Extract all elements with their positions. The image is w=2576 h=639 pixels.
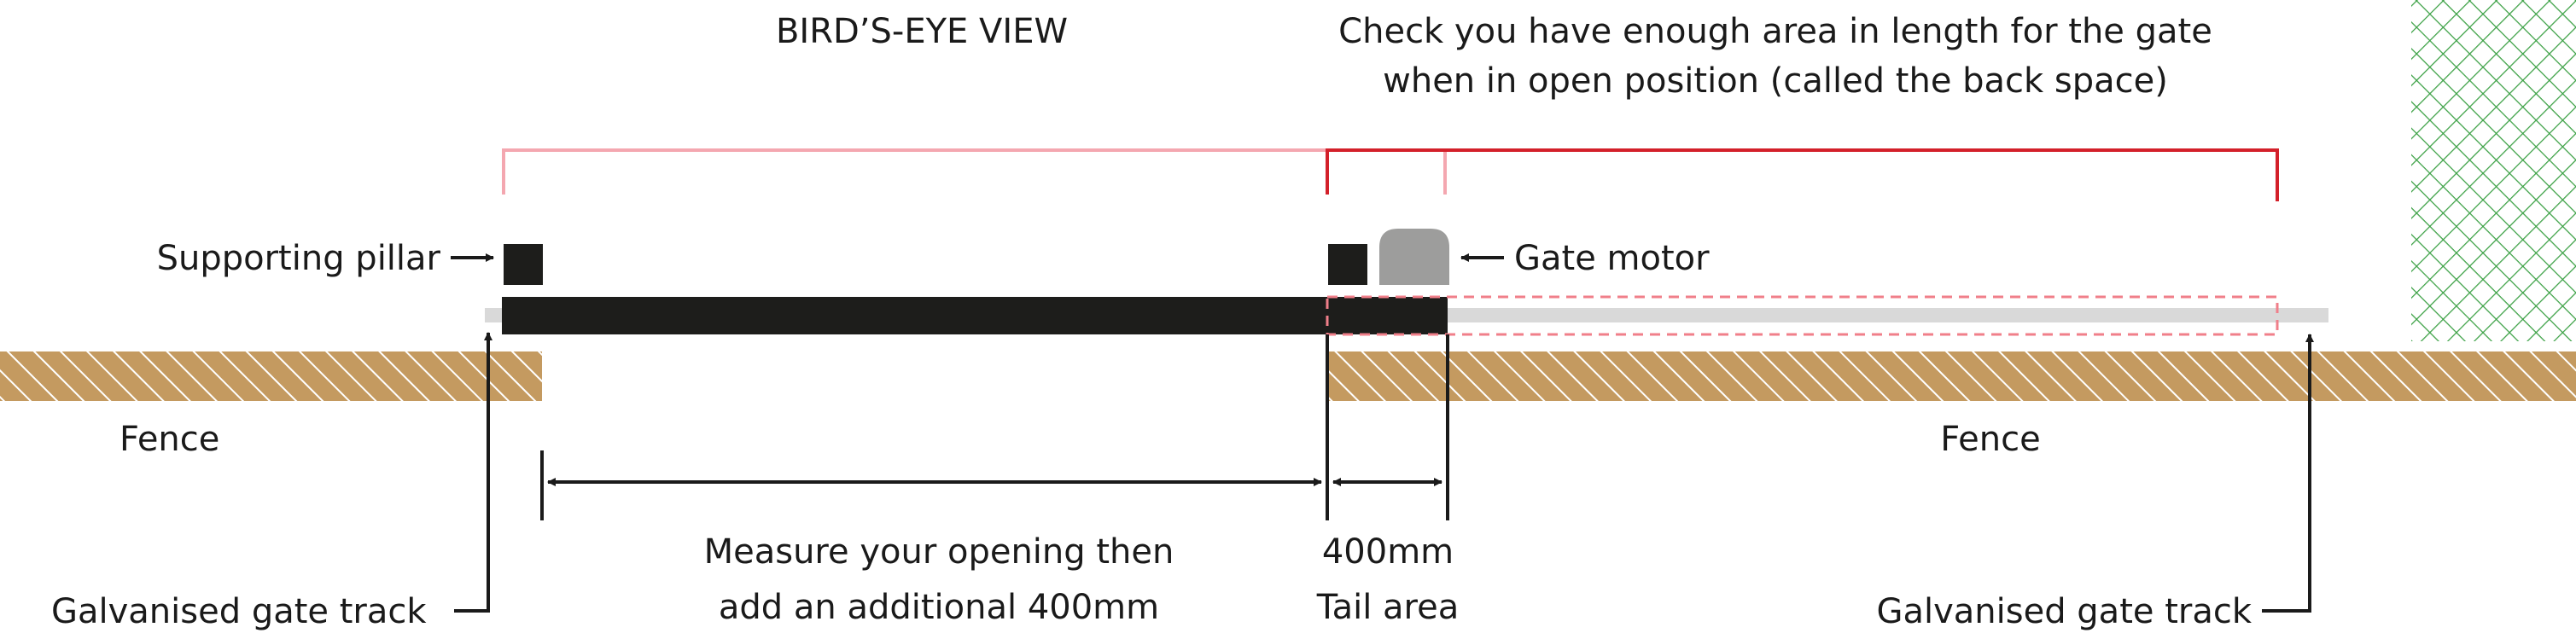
back-space-note-line1: Check you have enough area in length for… [1338, 12, 2212, 51]
tail-measure-label: 400mm [1322, 532, 1454, 572]
fence-right-label: Fence [1940, 420, 2040, 459]
track-right-label: Galvanised gate track [1876, 592, 2252, 631]
supporting-pillar-right [1328, 244, 1367, 285]
back-space-note-line2: when in open position (called the back s… [1383, 61, 2168, 101]
track-right-callout [2262, 334, 2314, 613]
tail-area-label: Tail area [1316, 588, 1459, 627]
opening-measure-line2: add an additional 400mm [719, 588, 1159, 627]
supporting-pillar-left [504, 244, 543, 285]
fence-left-label: Fence [119, 420, 219, 459]
track-left-label: Galvanised gate track [51, 592, 427, 631]
gate-open-position-outline [1326, 295, 2279, 336]
track-left-callout [454, 332, 492, 613]
supporting-pillar-label: Supporting pillar [157, 239, 441, 278]
gate-span-bracket [502, 148, 1447, 195]
gate-closed [502, 297, 1448, 334]
gate-motor-label: Gate motor [1514, 239, 1710, 278]
gate-motor [1379, 229, 1449, 285]
opening-measure-line1: Measure your opening then [704, 532, 1174, 572]
obstacle-hatch-area [2411, 0, 2576, 341]
fence-left [0, 351, 542, 401]
fence-right [1328, 351, 2576, 401]
back-space-bracket [1326, 148, 2279, 201]
diagram-title: BIRD’S-EYE VIEW [776, 12, 1068, 51]
